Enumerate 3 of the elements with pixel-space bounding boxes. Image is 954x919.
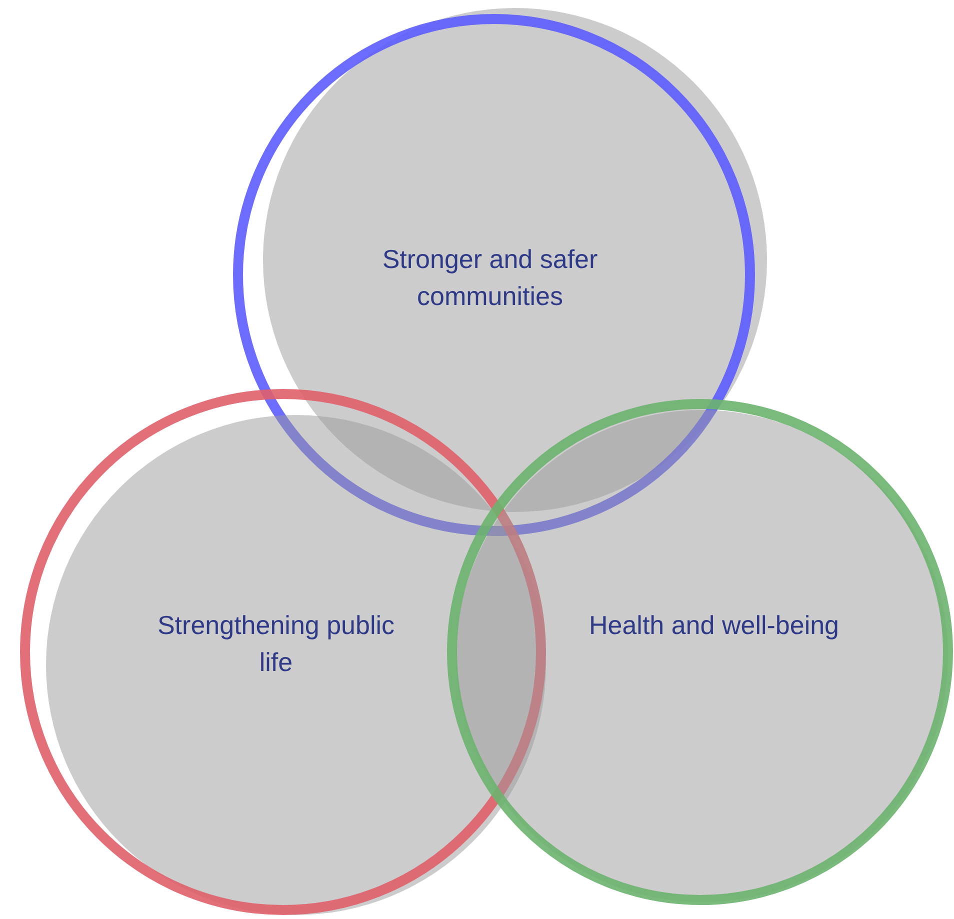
circle-label: Stronger and safer communities [381, 243, 599, 313]
circle-label: Health and well-being [588, 609, 840, 642]
circle-label: Strengthening public life [156, 609, 396, 679]
